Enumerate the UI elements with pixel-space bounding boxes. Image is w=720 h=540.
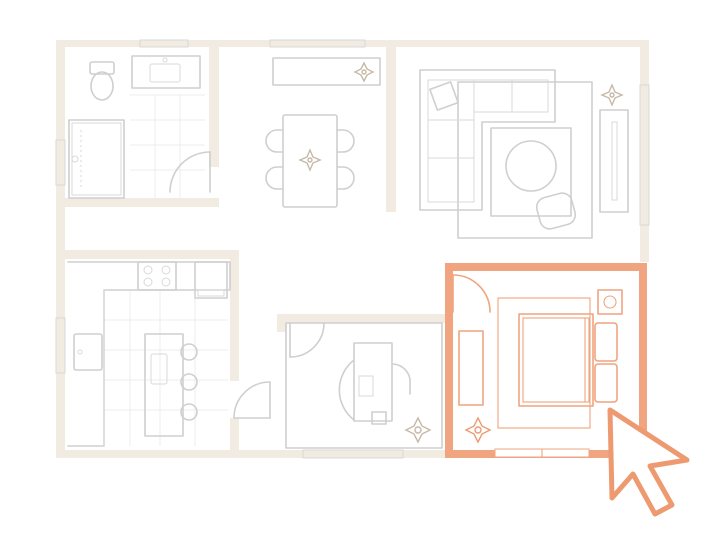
kitchen-island-icon — [144, 333, 198, 437]
bathroom-door-icon[interactable] — [169, 151, 211, 193]
kitchen-sink-icon — [73, 333, 103, 371]
walls — [55, 39, 650, 459]
tv-console-icon — [599, 109, 629, 213]
desk-icon — [353, 342, 393, 425]
floor-tile-grid — [104, 290, 228, 446]
plant-icon — [353, 61, 375, 83]
shower-icon — [68, 119, 125, 199]
plant-icon — [464, 416, 492, 444]
room-dining — [265, 57, 381, 208]
office-chair-icon — [338, 359, 411, 421]
bedroom-window — [494, 448, 590, 458]
room-bathroom — [68, 55, 211, 199]
office-door-icon[interactable] — [289, 322, 325, 358]
floor-tile-grid — [130, 94, 205, 198]
centerpiece-icon — [298, 148, 322, 172]
bed-icon — [518, 313, 618, 407]
office-outline — [285, 322, 443, 449]
nightstand-icon — [597, 289, 623, 315]
sideboard-icon — [272, 57, 381, 86]
dresser-icon — [458, 330, 484, 406]
bathroom-sink-icon — [131, 55, 201, 89]
fridge-icon — [194, 261, 228, 299]
coffee-table-icon — [490, 127, 572, 217]
sofa-icon — [419, 69, 556, 211]
room-office — [285, 322, 443, 449]
rug — [457, 81, 593, 239]
armchair-icon — [535, 192, 577, 230]
room-kitchen — [67, 261, 271, 447]
toilet-icon — [89, 61, 115, 101]
pointer-arrow-icon — [607, 407, 690, 517]
plant-icon — [404, 416, 432, 444]
stove-icon — [137, 261, 177, 291]
room-bedroom[interactable] — [445, 263, 647, 458]
dining-table-icon — [265, 114, 355, 208]
bedroom-door-icon[interactable] — [452, 274, 491, 313]
plant-icon — [600, 83, 624, 107]
room-living — [419, 69, 629, 239]
bedroom-rug — [497, 297, 591, 429]
kitchen-door-icon[interactable] — [233, 381, 271, 419]
